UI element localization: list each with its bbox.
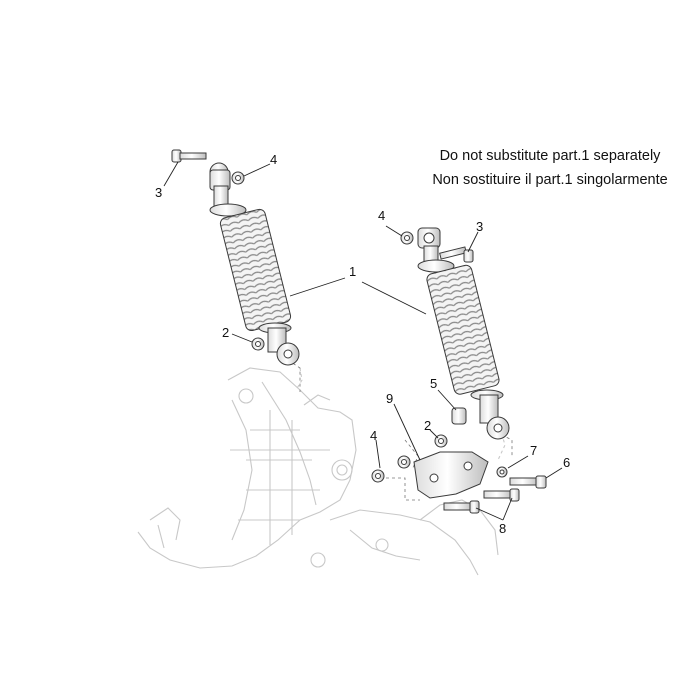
nut-bracket-part — [371, 455, 411, 483]
callout-4-left: 4 — [270, 152, 277, 167]
screw-right-part — [439, 246, 474, 263]
spacer-left-part — [251, 337, 265, 351]
callout-6: 6 — [563, 455, 570, 470]
callout-1: 1 — [349, 264, 356, 279]
nut-right-top-part — [400, 231, 414, 245]
callout-4-bracket: 4 — [370, 428, 377, 443]
screw-long-part — [509, 475, 547, 489]
screw-bracket-part — [443, 488, 520, 514]
nut-left-part — [231, 171, 245, 185]
right-shock-absorber — [417, 227, 510, 440]
callout-2-right: 2 — [424, 418, 431, 433]
bush-part — [451, 407, 467, 425]
callout-7: 7 — [530, 443, 537, 458]
leader-lines — [163, 161, 563, 521]
screw-left-part — [171, 149, 207, 163]
callout-8: 8 — [499, 521, 506, 536]
callout-4-right-top: 4 — [378, 208, 385, 223]
bracket-part — [413, 451, 489, 499]
callout-2-left: 2 — [222, 325, 229, 340]
washer-part — [496, 466, 508, 478]
left-shock-absorber — [209, 162, 300, 366]
note-english: Do not substitute part.1 separately — [439, 148, 661, 164]
callout-9: 9 — [386, 391, 393, 406]
frame-outline — [137, 367, 506, 576]
callout-5: 5 — [430, 376, 437, 391]
note-italian: Non sostituire il part.1 singolarmente — [432, 172, 668, 188]
callout-labels: 1 2 2 3 3 4 4 4 5 6 7 8 9 — [155, 152, 570, 536]
callout-3-right: 3 — [476, 219, 483, 234]
callout-3-left: 3 — [155, 185, 162, 200]
